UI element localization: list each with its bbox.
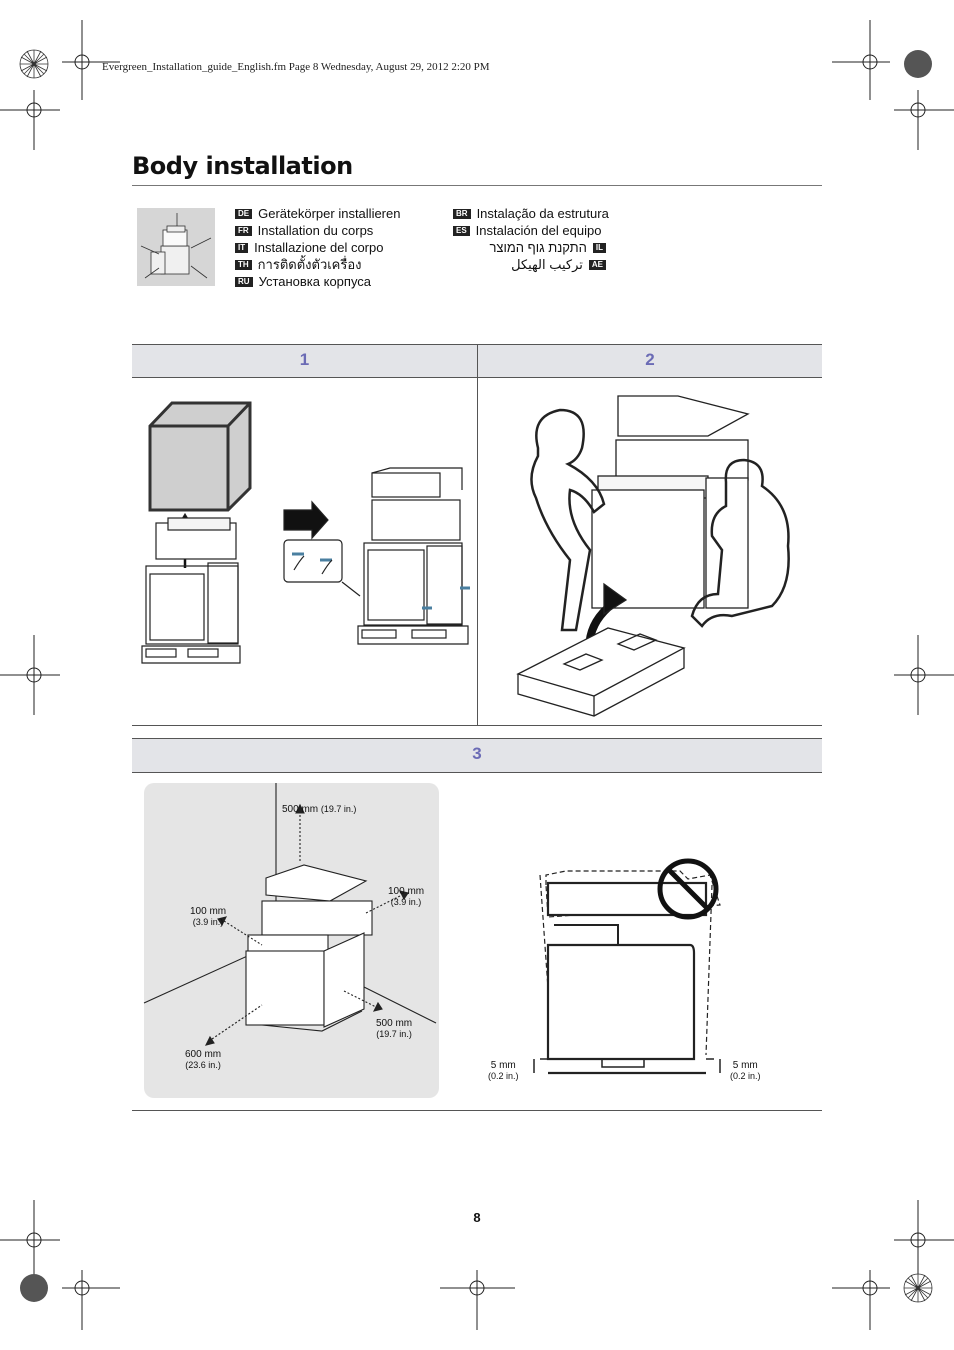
rosette-icon (903, 1273, 933, 1303)
clearance-front: 600 mm(23.6 in.) (185, 1049, 222, 1070)
step-number-2: 2 (645, 350, 655, 369)
step1-illustration (141, 401, 470, 664)
dot-icon (904, 50, 932, 78)
dot-icon (20, 1274, 48, 1302)
page-title: Body installation (132, 152, 353, 180)
clearance-right: 100 mm(3.9 in.) (388, 886, 425, 907)
crosshair-icon (894, 1200, 954, 1280)
step-number-1: 1 (299, 350, 310, 369)
clearance-illustration (143, 783, 437, 1046)
level-illustration (533, 858, 721, 1075)
section-bottom-rule (132, 1110, 822, 1111)
level-left: 5 mm(0.2 in.) (488, 1060, 519, 1081)
clearance-top: 500 mm (19.7 in.) (282, 804, 357, 815)
overview-thumbnail (137, 208, 215, 286)
crosshair-icon (832, 1270, 890, 1330)
level-right: 5 mm(0.2 in.) (730, 1060, 761, 1081)
crosshair-icon (0, 90, 60, 150)
rosette-icon (19, 49, 49, 79)
step2-illustration (516, 395, 790, 717)
crosshair-icon (440, 1270, 515, 1330)
crosshair-icon (0, 1200, 60, 1280)
step-divider (477, 344, 478, 726)
title-rule (132, 185, 822, 186)
file-header: Evergreen_Installation_guide_English.fm … (102, 61, 490, 73)
crosshair-icon (0, 635, 60, 715)
step-header-row-3 (132, 738, 822, 773)
clearance-left: 100 mm(3.9 in.) (190, 906, 227, 927)
clearance-back: 500 mm(19.7 in.) (376, 1018, 413, 1039)
step-row-bottom-rule (132, 725, 822, 726)
crosshair-icon (62, 1270, 120, 1330)
crosshair-icon (832, 20, 890, 100)
crosshair-icon (894, 635, 954, 715)
step-number-3: 3 (472, 744, 482, 763)
page-number: 8 (473, 1210, 481, 1225)
crosshair-icon (894, 90, 954, 150)
prohibited-icon (657, 858, 719, 920)
crosshair-icon (62, 20, 120, 100)
